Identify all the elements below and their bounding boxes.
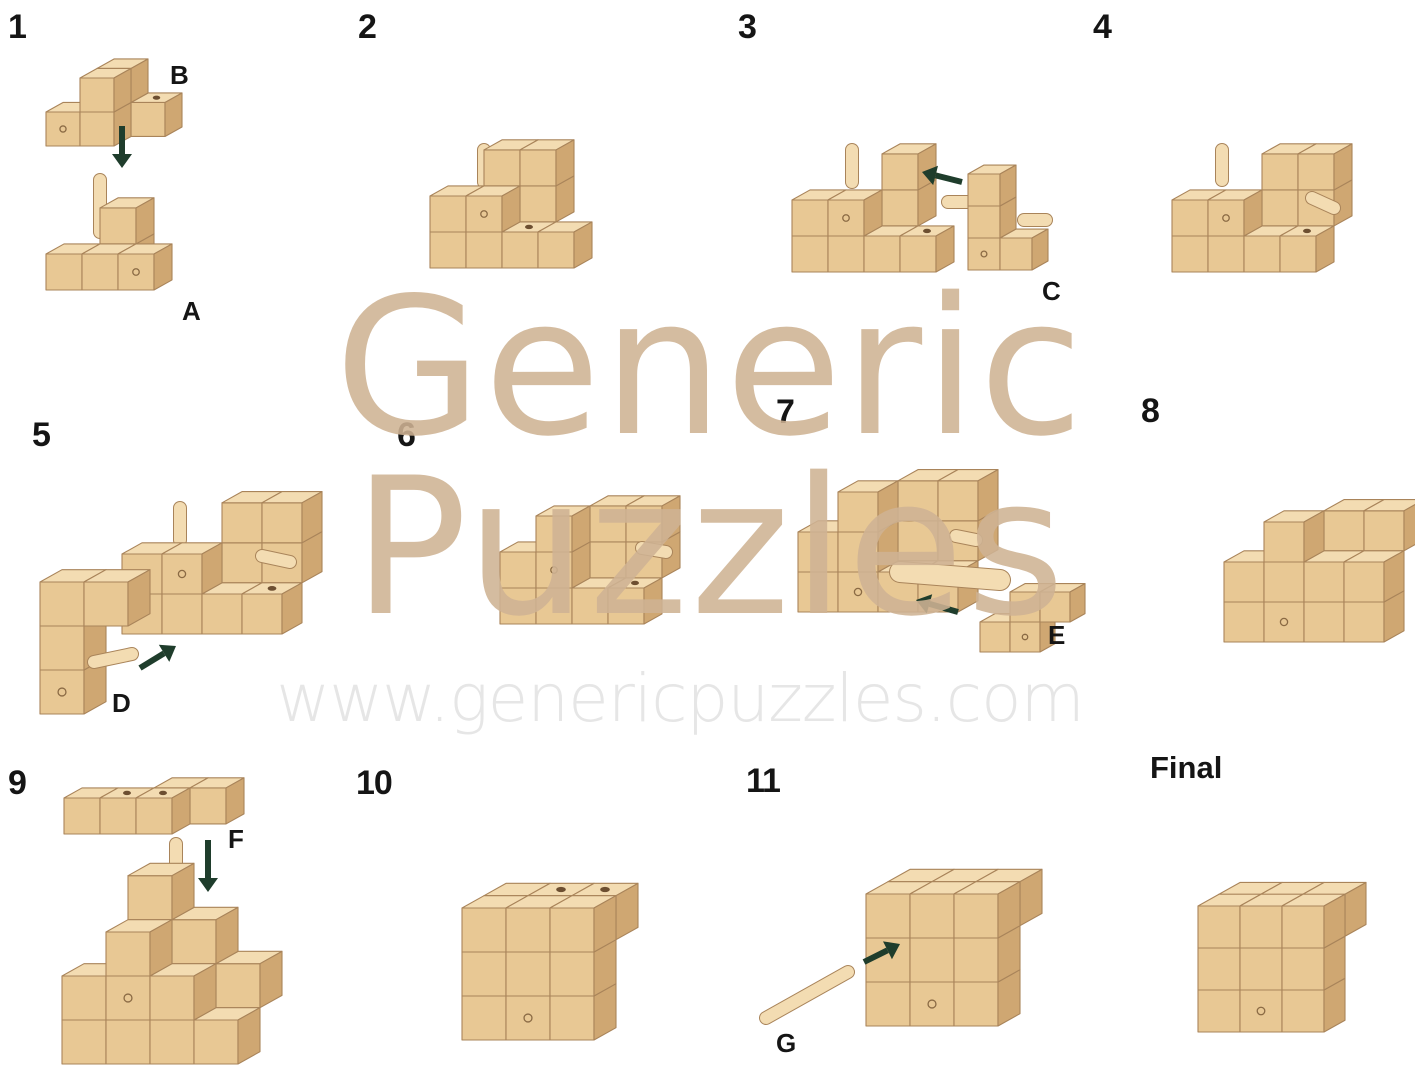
part-label-f: F bbox=[228, 824, 244, 855]
piece-f bbox=[64, 778, 244, 834]
arrow-down-step9 bbox=[198, 840, 218, 892]
watermark-line-2: Puzzles bbox=[270, 458, 1150, 638]
watermark-line-1: Generic bbox=[270, 278, 1150, 458]
part-label-g: G bbox=[776, 1028, 796, 1059]
piece-a bbox=[46, 198, 172, 290]
part-label-a: A bbox=[182, 296, 201, 327]
watermark-brand: Generic Puzzles bbox=[270, 278, 1150, 638]
step-number-9: 9 bbox=[8, 764, 26, 803]
assembly-step2 bbox=[430, 140, 592, 268]
assembly-final bbox=[1198, 882, 1366, 1032]
part-label-d: D bbox=[112, 688, 131, 719]
assembly-step3 bbox=[792, 144, 954, 272]
piece-d bbox=[40, 570, 150, 714]
watermark-url: www.genericpuzzles.com bbox=[260, 660, 1100, 737]
part-label-b: B bbox=[170, 60, 189, 91]
peg-piece-d bbox=[94, 654, 132, 662]
assembly-step8 bbox=[1224, 500, 1415, 642]
step-number-2: 2 bbox=[358, 8, 376, 47]
step-number-5: 5 bbox=[32, 416, 50, 455]
arrow-up-right-step5 bbox=[140, 645, 176, 668]
peg-piece-g bbox=[766, 972, 848, 1018]
assembly-step9 bbox=[62, 863, 282, 1064]
peg-step4-side bbox=[1312, 198, 1334, 208]
step-number-11: 11 bbox=[746, 762, 780, 801]
step-number-10: 10 bbox=[356, 764, 392, 803]
step-label-final: Final bbox=[1150, 750, 1222, 786]
step-number-1: 1 bbox=[8, 8, 26, 47]
step-number-3: 3 bbox=[738, 8, 756, 47]
assembly-step10 bbox=[462, 883, 638, 1040]
step-number-4: 4 bbox=[1093, 8, 1111, 47]
piece-b bbox=[46, 59, 182, 146]
